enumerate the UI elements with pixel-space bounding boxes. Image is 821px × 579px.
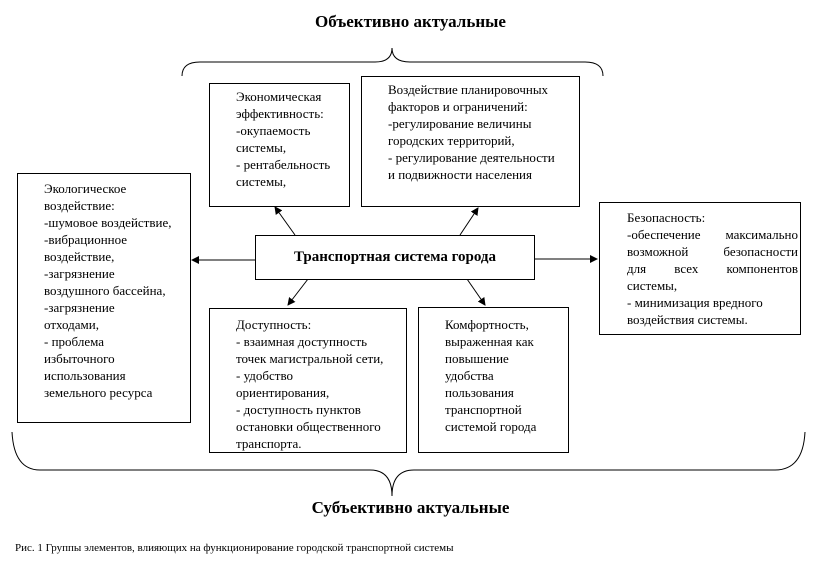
ecological-line: избыточного [44, 351, 115, 366]
safety-line: -обеспечение максимально [627, 227, 798, 242]
economic-box: Экономическая эффективность: -окупаемост… [209, 83, 350, 207]
planning-box: Воздействие планировочных факторов и огр… [361, 76, 580, 207]
accessibility-line: - взаимная доступность [236, 334, 368, 349]
arrow-planning [459, 207, 479, 236]
bottom-label: Субъективно актуальные [311, 498, 510, 517]
accessibility-line: транспорта. [236, 436, 302, 451]
safety-line: для всех компонентов [627, 261, 798, 276]
accessibility-line: точек магистральной сети, [236, 351, 384, 366]
planning-line: Воздействие планировочных [388, 82, 549, 97]
planning-line: и подвижности населения [388, 167, 532, 182]
ecological-line: -вибрационное [44, 232, 128, 247]
ecological-line: использования [44, 368, 126, 383]
planning-line: городских территорий, [388, 133, 515, 148]
economic-line: системы, [236, 140, 287, 155]
accessibility-line: ориентирования, [236, 385, 330, 400]
economic-line: -окупаемость [236, 123, 311, 138]
safety-line: Безопасность: [627, 210, 706, 225]
economic-line: системы, [236, 174, 287, 189]
accessibility-line: остановки общественного [236, 419, 381, 434]
ecological-line: -шумовое воздействие, [44, 215, 172, 230]
comfort-line: выраженная как [445, 334, 534, 349]
economic-line: - рентабельность [236, 157, 331, 172]
ecological-line: воздействие: [44, 198, 115, 213]
arrow-accessibility [287, 278, 309, 306]
ecological-box: Экологическое воздействие: -шумовое возд… [17, 173, 191, 423]
safety-line: системы, [627, 278, 678, 293]
accessibility-line: - доступность пунктов [236, 402, 361, 417]
ecological-line: отходами, [44, 317, 99, 332]
planning-line: - регулирование деятельности [388, 150, 555, 165]
comfort-box: Комфортность, выраженная как повышение у… [418, 307, 569, 453]
ecological-line: -загрязнение [44, 266, 115, 281]
comfort-line: повышение [445, 351, 509, 366]
top-label: Объективно актуальные [315, 12, 506, 31]
ecological-line: - проблема [44, 334, 104, 349]
economic-line: Экономическая [236, 89, 322, 104]
ecological-line: земельного ресурса [44, 385, 153, 400]
planning-line: -регулирование величины [388, 116, 532, 131]
accessibility-line: - удобство [236, 368, 293, 383]
comfort-line: системой города [445, 419, 537, 434]
ecological-line: -загрязнение [44, 300, 115, 315]
safety-line: воздействия системы. [627, 312, 748, 327]
bottom-brace [11, 431, 806, 497]
accessibility-line: Доступность: [236, 317, 312, 332]
comfort-line: Комфортность, [445, 317, 529, 332]
center-box: Транспортная система города [255, 235, 535, 280]
comfort-line: удобства [445, 368, 494, 383]
safety-box: Безопасность: -обеспечение максимально в… [599, 202, 801, 335]
arrow-comfort [466, 278, 486, 306]
planning-line: факторов и ограничений: [388, 99, 528, 114]
comfort-line: пользования [445, 385, 514, 400]
arrow-economic [274, 206, 296, 236]
top-brace [181, 47, 604, 77]
ecological-line: воздействие, [44, 249, 115, 264]
safety-line: - минимизация вредного [627, 295, 763, 310]
economic-line: эффективность: [236, 106, 324, 121]
ecological-line: Экологическое [44, 181, 127, 196]
accessibility-box: Доступность: - взаимная доступность точе… [209, 308, 407, 453]
ecological-line: воздушного бассейна, [44, 283, 166, 298]
safety-line: возможной безопасности [627, 244, 798, 259]
figure-caption: Рис. 1 Группы элементов, влияющих на фун… [15, 542, 454, 554]
comfort-line: транспортной [445, 402, 522, 417]
